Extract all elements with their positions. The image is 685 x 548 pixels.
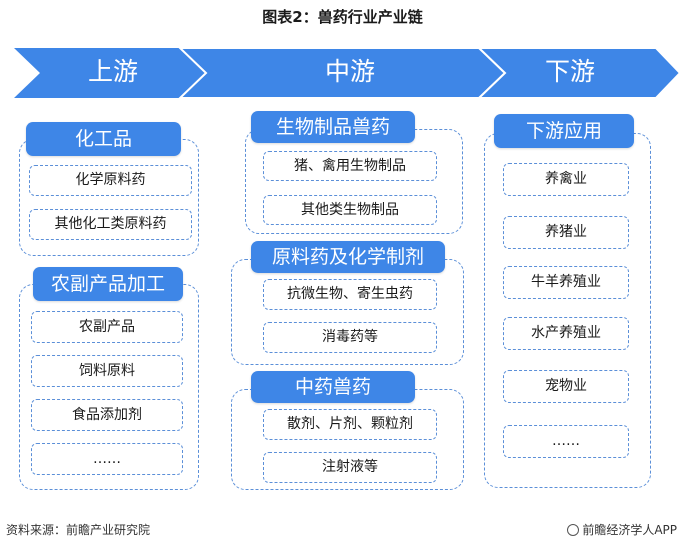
- midstream-tcm-item: 散剂、片剂、颗粒剂: [263, 409, 437, 440]
- upstream-chemical-item: 化学原料药: [29, 165, 192, 196]
- stage-midstream-label: 中游: [324, 57, 375, 86]
- stage-downstream-label: 下游: [544, 57, 595, 86]
- midstream-tcm-header: 中药兽药: [251, 371, 415, 403]
- stage-upstream-label: 上游: [87, 57, 138, 86]
- midstream-bio-header: 生物制品兽药: [251, 111, 415, 143]
- midstream-chem-header: 原料药及化学制剂: [251, 241, 445, 273]
- upstream-agri-item: ……: [31, 443, 183, 475]
- upstream-agri-header: 农副产品加工: [33, 267, 183, 301]
- upstream-agri-item: 饲料原料: [31, 355, 183, 387]
- midstream-bio-item: 其他类生物制品: [263, 195, 437, 225]
- midstream-chem-item: 抗微生物、寄生虫药: [263, 279, 437, 310]
- downstream-item: 牛羊养殖业: [503, 266, 629, 299]
- downstream-item: 宠物业: [503, 370, 629, 403]
- downstream-item: 水产养殖业: [503, 317, 629, 350]
- downstream-header: 下游应用: [494, 114, 634, 148]
- upstream-chemical-header: 化工品: [26, 122, 181, 156]
- brand-credit: 前瞻经济学人APP: [567, 521, 677, 538]
- chart-title: 图表2：兽药行业产业链: [262, 8, 423, 26]
- midstream-bio-item: 猪、禽用生物制品: [263, 151, 437, 181]
- brand-name: 前瞻经济学人APP: [582, 523, 677, 537]
- midstream-tcm-item: 注射液等: [263, 452, 437, 483]
- brand-logo-icon: [567, 524, 580, 536]
- upstream-agri-item: 食品添加剂: [31, 399, 183, 431]
- upstream-chemical-item: 其他化工类原料药: [29, 209, 192, 240]
- source-note: 资料来源：前瞻产业研究院: [6, 523, 151, 537]
- midstream-chem-item: 消毒药等: [263, 322, 437, 353]
- stage-arrows: [14, 47, 682, 99]
- downstream-arrow: [476, 47, 682, 99]
- upstream-agri-item: 农副产品: [31, 311, 183, 343]
- downstream-item: 养禽业: [503, 163, 629, 196]
- downstream-item: 养猪业: [503, 216, 629, 249]
- upstream-arrow: [14, 48, 206, 98]
- downstream-item: ……: [503, 425, 629, 458]
